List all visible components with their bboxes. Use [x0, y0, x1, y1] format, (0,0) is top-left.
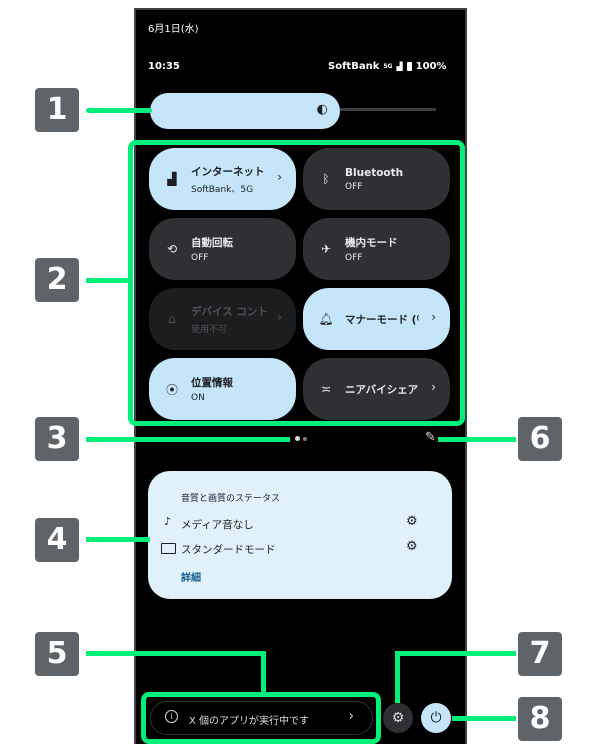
gear-icon: ⚙: [391, 710, 405, 726]
callout-line-6: [438, 437, 516, 442]
monitor-icon: [161, 543, 176, 554]
callout-box-tiles: [128, 140, 465, 426]
page-dot[interactable]: [303, 437, 307, 441]
page-dot-active[interactable]: [295, 436, 300, 441]
tile-title: 自動回転: [191, 237, 233, 249]
clock: 10:35: [148, 61, 180, 72]
brightness-icon: ◐: [316, 102, 328, 117]
music-note-icon: ♪: [164, 515, 172, 528]
tile-location[interactable]: ⦿ 位置情報 ON: [149, 358, 296, 420]
callout-badge-5: 5: [35, 632, 79, 676]
callout-line-2: [86, 278, 131, 283]
carrier: SoftBank: [328, 61, 380, 72]
callout-line-4: [86, 537, 150, 542]
battery-icon: [406, 62, 412, 71]
callout-line-8: [452, 716, 516, 721]
tile-rotate[interactable]: ⟲ 自動回転 OFF: [149, 218, 296, 280]
date: 6月1日(水): [148, 24, 199, 35]
network-type: 5G: [383, 63, 393, 70]
callout-badge-4: 4: [35, 518, 79, 562]
signal-icon: ▟: [396, 62, 403, 71]
location-icon: ⦿: [165, 382, 178, 397]
callout-line-5a: [86, 651, 266, 656]
brightness-track[interactable]: [340, 108, 436, 111]
power-icon: ⏻: [430, 710, 442, 726]
gear-icon[interactable]: ⚙: [406, 539, 418, 554]
power-button[interactable]: ⏻: [421, 703, 451, 733]
chevron-right-icon[interactable]: ›: [277, 310, 282, 324]
brightness-slider[interactable]: ◐: [150, 93, 340, 129]
chevron-right-icon[interactable]: ›: [431, 380, 436, 394]
tile-title: 機内モード: [345, 237, 398, 249]
callout-line-7b: [395, 651, 400, 703]
gear-icon[interactable]: ⚙: [406, 514, 418, 529]
chevron-right-icon[interactable]: ›: [431, 310, 436, 324]
tile-nearby-share[interactable]: ≍ ニアバイシェア ›: [303, 358, 450, 420]
running-apps-label: X 個のアプリが実行中です: [189, 716, 310, 727]
bell-icon: 🔔︎: [318, 312, 334, 326]
signal-icon: ▟: [167, 172, 177, 186]
callout-badge-3: 3: [35, 417, 79, 461]
edit-pencil-icon[interactable]: ✎: [425, 430, 436, 445]
callout-badge-6: 6: [518, 417, 562, 461]
chevron-right-icon: ›: [348, 709, 354, 724]
settings-button[interactable]: ⚙: [383, 703, 413, 733]
chevron-right-icon[interactable]: ›: [277, 170, 282, 184]
home-icon: ⌂: [168, 312, 176, 326]
tile-subtitle: SoftBank、5G: [191, 184, 254, 195]
bluetooth-icon: ᛒ: [322, 172, 330, 186]
card-title: 音質と画質のステータス: [181, 494, 281, 504]
tile-title: Bluetooth: [345, 166, 404, 179]
tile-subtitle: 使用不可: [191, 324, 228, 335]
quality-status-card: 音質と画質のステータス ♪ メディア音なし ⚙ スタンダードモード ⚙ 詳細: [148, 471, 452, 599]
tile-bell[interactable]: 🔔︎ マナーモード (⁽ ›: [303, 288, 450, 350]
status-icons: SoftBank 5G ▟ 100%: [328, 61, 447, 72]
tile-home[interactable]: ⌂ デバイス コント使用不可 ›: [149, 288, 296, 350]
rotate-icon: ⟲: [166, 242, 178, 256]
tile-title: ニアバイシェア: [345, 383, 419, 396]
tile-signal[interactable]: ▟ インターネット SoftBank、5G ›: [149, 148, 296, 210]
battery-percent: 100%: [415, 61, 447, 72]
tile-airplane[interactable]: ✈ 機内モード OFF: [303, 218, 450, 280]
tile-subtitle: OFF: [191, 253, 209, 263]
callout-line-5b: [261, 651, 266, 696]
running-apps-button[interactable]: i X 個のアプリが実行中です ›: [150, 701, 373, 735]
callout-line-7a: [395, 651, 516, 656]
tile-subtitle: OFF: [345, 253, 363, 263]
callout-box-footer: [141, 692, 381, 744]
callout-badge-1: 1: [35, 88, 79, 132]
tile-title: マナーモード (⁽: [345, 313, 420, 326]
card-row-media: メディア音なし: [181, 519, 254, 531]
details-link[interactable]: 詳細: [181, 573, 201, 584]
airplane-icon: ✈: [320, 242, 332, 256]
tile-title: インターネット: [191, 165, 265, 178]
info-icon: i: [165, 710, 178, 723]
callout-badge-2: 2: [35, 258, 79, 302]
tile-title: デバイス コント: [191, 305, 268, 318]
callout-line-3: [86, 437, 290, 442]
nearby-share-icon: ≍: [320, 382, 332, 396]
tile-subtitle: OFF: [345, 181, 363, 192]
callout-line-1: [86, 108, 152, 113]
callout-badge-8: 8: [518, 697, 562, 741]
tile-subtitle: ON: [191, 393, 205, 403]
tile-title: 位置情報: [191, 377, 233, 389]
callout-badge-7: 7: [518, 632, 562, 676]
card-row-display: スタンダードモード: [181, 544, 276, 556]
